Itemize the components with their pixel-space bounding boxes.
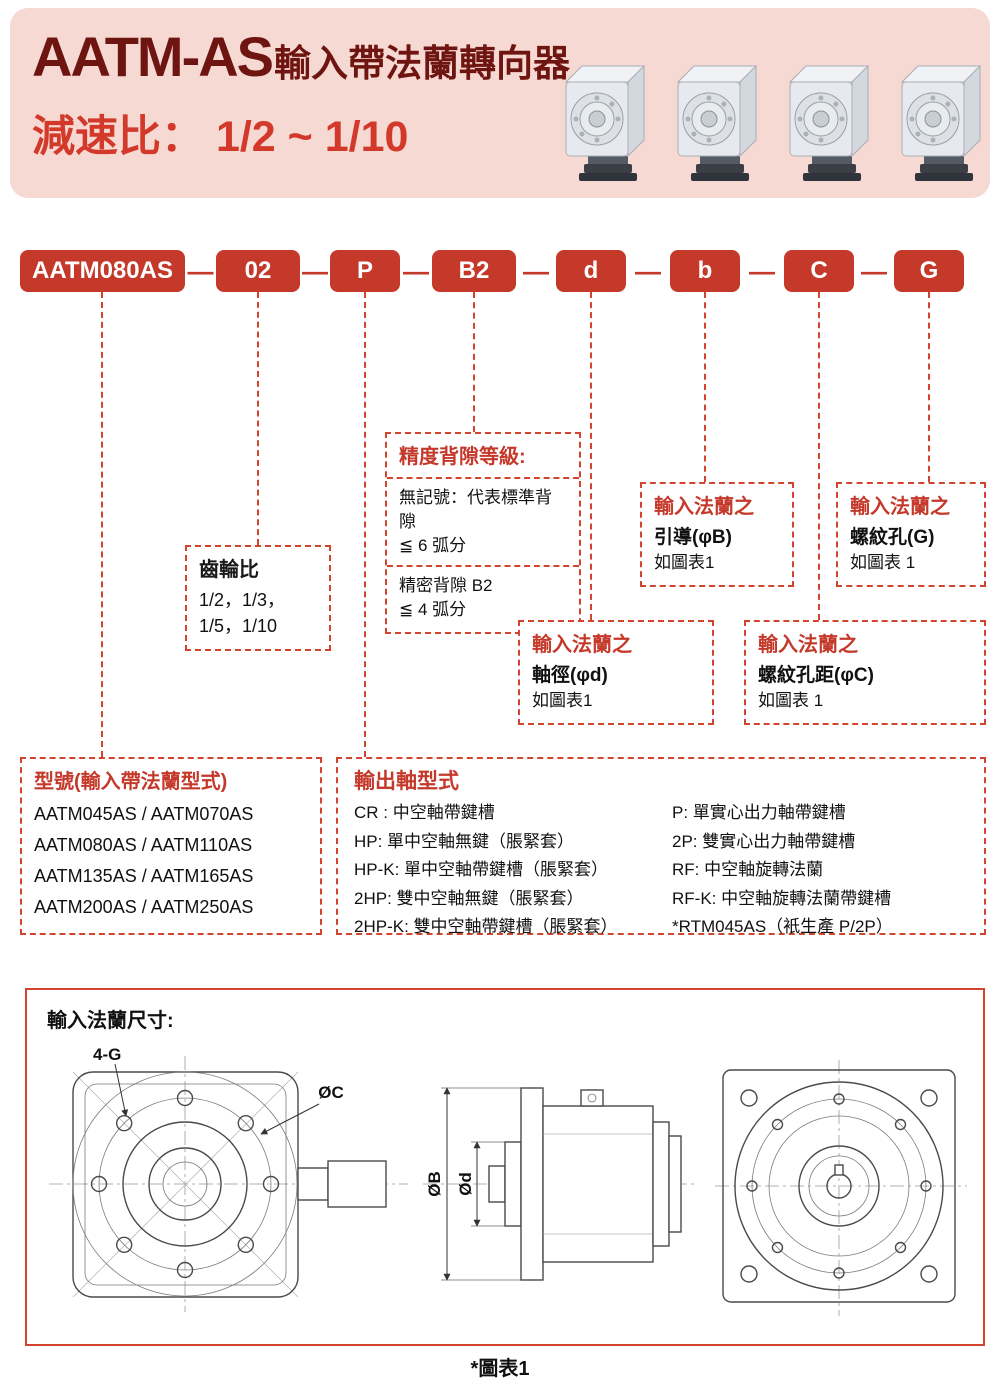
callout-title: 輸入法蘭之 — [850, 496, 950, 518]
code-segment-ratio: 02 — [216, 250, 300, 292]
flange-shaft-dia-label: 軸徑(φd) — [532, 665, 608, 686]
label-bolt-circle-oc: ØC — [318, 1083, 344, 1102]
model-list-row: AATM080AS / AATM110AS — [34, 835, 253, 855]
flange-bolt-circle-label: 螺紋孔距(φC) — [758, 665, 874, 686]
gearbox-render-4 — [901, 65, 981, 182]
backlash-standard-text: 無記號：代表標準背隙 — [399, 488, 552, 531]
connector-thread — [928, 292, 930, 482]
callout-flange-thread: 輸入法蘭之 螺紋孔(G) 如圖表 1 — [836, 482, 986, 587]
product-series-name: AATM-AS — [32, 25, 274, 88]
flange-technical-drawing: 4-G ØC ØB Ød — [49, 1045, 967, 1316]
output-type-row: P: 單實心出力軸帶鍵槽 — [672, 803, 846, 822]
connector-shaft-dia — [590, 292, 592, 620]
model-list-row: AATM200AS / AATM250AS — [34, 897, 254, 917]
backlash-standard-value: ≦ 6 弧分 — [399, 536, 467, 555]
callout-title: 輸入法蘭之 — [532, 634, 632, 656]
output-type-row: 2HP: 雙中空軸無鍵（脹緊套） — [354, 888, 584, 908]
callout-title: 齒輪比 — [199, 559, 259, 581]
panel-title: 輸入法蘭尺寸: — [47, 1010, 174, 1032]
front-view-drawing: 4-G ØC — [49, 1045, 408, 1312]
flange-dimension-panel: 輸入法蘭尺寸: — [25, 988, 985, 1346]
code-segment-thread: G — [894, 250, 964, 292]
callout-title: 輸入法蘭之 — [654, 496, 754, 518]
connector-output — [364, 292, 366, 757]
code-separator: — — [302, 255, 328, 286]
output-type-row: CR : 中空軸帶鍵槽 — [354, 803, 495, 822]
code-segment-backlash: B2 — [432, 250, 516, 292]
output-type-row: HP-K: 單中空軸帶鍵槽（脹緊套） — [354, 860, 609, 879]
output-type-row: RF: 中空軸旋轉法蘭 — [672, 860, 824, 879]
see-table-ref: 如圖表 1 — [758, 691, 824, 710]
gearbox-render-1 — [565, 65, 645, 182]
gear-ratio-values-2: 1/5，1/10 — [199, 616, 278, 636]
code-separator: — — [403, 255, 429, 286]
model-list-row: AATM045AS / AATM070AS — [34, 804, 254, 824]
connector-backlash — [473, 292, 475, 432]
output-shaft-columns: CR : 中空軸帶鍵槽 HP: 單中空軸無鍵（脹緊套） HP-K: 單中空軸帶鍵… — [354, 799, 968, 942]
connector-model — [101, 292, 103, 757]
output-type-row: HP: 單中空軸無鍵（脹緊套） — [354, 831, 575, 851]
model-list-row: AATM135AS / AATM165AS — [34, 866, 254, 886]
see-table-ref: 如圖表1 — [532, 691, 593, 710]
code-segment-pilot: b — [670, 250, 740, 292]
output-shaft-column-left: CR : 中空軸帶鍵槽 HP: 單中空軸無鍵（脹緊套） HP-K: 單中空軸帶鍵… — [354, 799, 672, 942]
header-banner: AATM-AS 輸入帶法蘭轉向器 減速比： 1/2 ~ 1/10 — [10, 8, 990, 198]
output-type-row: 2P: 雙實心出力軸帶鍵槽 — [672, 831, 856, 851]
gear-ratio-values-1: 1/2，1/3， — [199, 590, 286, 610]
output-type-row: 2HP-K: 雙中空軸帶鍵槽（脹緊套） — [354, 917, 618, 936]
flange-pilot-label: 引導(φB) — [654, 527, 732, 548]
gearbox-render-3 — [789, 65, 869, 182]
divider — [387, 477, 579, 479]
code-segment-model: AATM080AS — [20, 250, 185, 292]
callout-flange-pilot: 輸入法蘭之 引導(φB) 如圖表1 — [640, 482, 794, 587]
label-shaft-od: Ød — [456, 1172, 475, 1196]
callout-title: 輸入法蘭之 — [758, 634, 858, 656]
callout-backlash-grade: 精度背隙等級: 無記號：代表標準背隙 ≦ 6 弧分 精密背隙 B2 ≦ 4 弧分 — [385, 432, 581, 634]
code-separator: — — [187, 255, 214, 286]
callout-output-shaft-types: 輸出軸型式 CR : 中空軸帶鍵槽 HP: 單中空軸無鍵（脹緊套） HP-K: … — [336, 757, 986, 936]
rear-view-drawing — [715, 1060, 967, 1316]
code-segment-shaft-dia: d — [556, 250, 626, 292]
page-title: AATM-AS 輸入帶法蘭轉向器 — [32, 24, 570, 89]
see-table-ref: 如圖表1 — [654, 553, 715, 572]
code-separator: — — [523, 255, 549, 286]
gearbox-product-renders — [565, 65, 981, 182]
callout-title: 輸出軸型式 — [354, 770, 459, 793]
callout-title: 型號(輸入帶法蘭型式) — [34, 771, 228, 793]
callout-title: 精度背隙等級: — [399, 446, 526, 468]
callout-model-list: 型號(輸入帶法蘭型式) AATM045AS / AATM070AS AATM08… — [20, 757, 322, 935]
connector-pilot — [704, 292, 706, 482]
output-type-row: RF-K: 中空軸旋轉法蘭帶鍵槽 — [672, 888, 892, 908]
table-reference-caption: *圖表1 — [470, 1358, 530, 1380]
connector-ratio — [257, 292, 259, 545]
code-separator: — — [635, 255, 661, 286]
callout-flange-bolt-circle: 輸入法蘭之 螺紋孔距(φC) 如圖表 1 — [744, 620, 986, 725]
product-series-subtitle: 輸入帶法蘭轉向器 — [274, 43, 571, 84]
side-view-drawing: ØB Ød — [423, 1087, 697, 1281]
code-separator: — — [861, 255, 887, 286]
divider — [387, 565, 579, 567]
callout-flange-shaft-dia: 輸入法蘭之 軸徑(φd) 如圖表1 — [518, 620, 714, 725]
output-shaft-column-right: P: 單實心出力軸帶鍵槽 2P: 雙實心出力軸帶鍵槽 RF: 中空軸旋轉法蘭 R… — [672, 799, 893, 942]
backlash-precision-value: ≦ 4 弧分 — [399, 600, 467, 619]
code-segment-output: P — [330, 250, 400, 292]
label-4-g: 4-G — [93, 1045, 121, 1064]
connector-bolt-circle — [818, 292, 820, 620]
code-separator: — — [749, 255, 775, 286]
backlash-precision-text: 精密背隙 B2 — [399, 576, 493, 595]
code-segment-bolt-circle: C — [784, 250, 854, 292]
gearbox-render-2 — [677, 65, 757, 182]
label-pilot-ob: ØB — [425, 1171, 444, 1197]
flange-thread-label: 螺紋孔(G) — [850, 527, 935, 548]
callout-gear-ratio: 齒輪比 1/2，1/3， 1/5，1/10 — [185, 545, 331, 651]
output-type-row: *RTM045AS（衹生產 P/2P） — [672, 917, 893, 936]
see-table-ref: 如圖表 1 — [850, 553, 916, 572]
reduction-ratio-text: 減速比： 1/2 ~ 1/10 — [32, 113, 409, 161]
